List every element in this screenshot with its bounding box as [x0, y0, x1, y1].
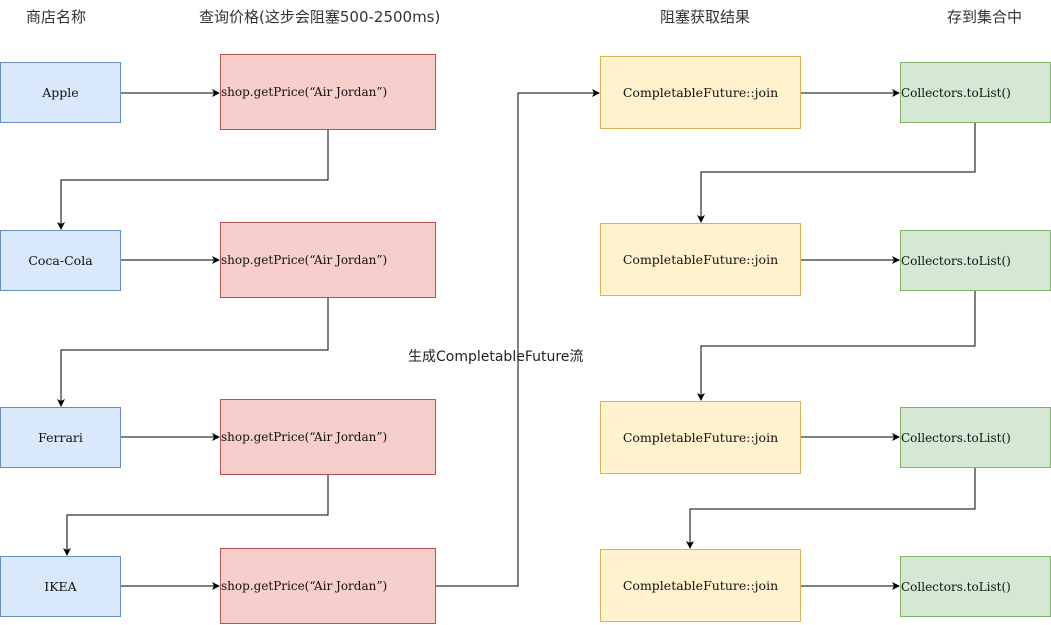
join-node-4[interactable]: CompletableFuture::join: [600, 549, 801, 622]
edge-collect-to-next-join-3: [686, 468, 976, 549]
join-node-3[interactable]: CompletableFuture::join: [600, 401, 801, 474]
header-store-name: 商店名称: [26, 8, 87, 26]
join-node-1[interactable]: CompletableFuture::join: [600, 56, 801, 129]
edge-price-to-next-store-1: [57, 130, 329, 230]
edge-price-to-next-store-2: [57, 298, 329, 407]
header-collect: 存到集合中: [947, 8, 1023, 26]
edge-collect-to-next-join-1: [697, 123, 976, 223]
store-node-coca-cola[interactable]: Coca-Cola: [0, 230, 121, 291]
collect-node-1[interactable]: Collectors.toList(): [900, 62, 1051, 123]
edge-collect-to-next-join-2: [697, 291, 976, 401]
header-blocking-result: 阻塞获取结果: [660, 8, 751, 26]
edge-price-to-next-store-3: [63, 475, 329, 556]
edge-stream-to-join: [436, 89, 600, 587]
price-node-ferrari[interactable]: shop.getPrice(“Air Jordan”): [220, 399, 436, 475]
collect-node-4[interactable]: Collectors.toList(): [900, 556, 1051, 617]
collect-node-2[interactable]: Collectors.toList(): [900, 230, 1051, 291]
price-node-ikea[interactable]: shop.getPrice(“Air Jordan”): [220, 548, 436, 624]
price-node-apple[interactable]: shop.getPrice(“Air Jordan”): [220, 54, 436, 130]
collect-node-3[interactable]: Collectors.toList(): [900, 407, 1051, 468]
store-node-ferrari[interactable]: Ferrari: [0, 407, 121, 468]
store-node-apple[interactable]: Apple: [0, 62, 121, 123]
stream-annotation-label: 生成CompletableFuture流: [408, 349, 584, 365]
price-node-coca-cola[interactable]: shop.getPrice(“Air Jordan”): [220, 222, 436, 298]
header-query-price: 查询价格(这步会阻塞500-2500ms): [199, 8, 441, 26]
store-node-ikea[interactable]: IKEA: [0, 556, 121, 617]
join-node-2[interactable]: CompletableFuture::join: [600, 223, 801, 296]
